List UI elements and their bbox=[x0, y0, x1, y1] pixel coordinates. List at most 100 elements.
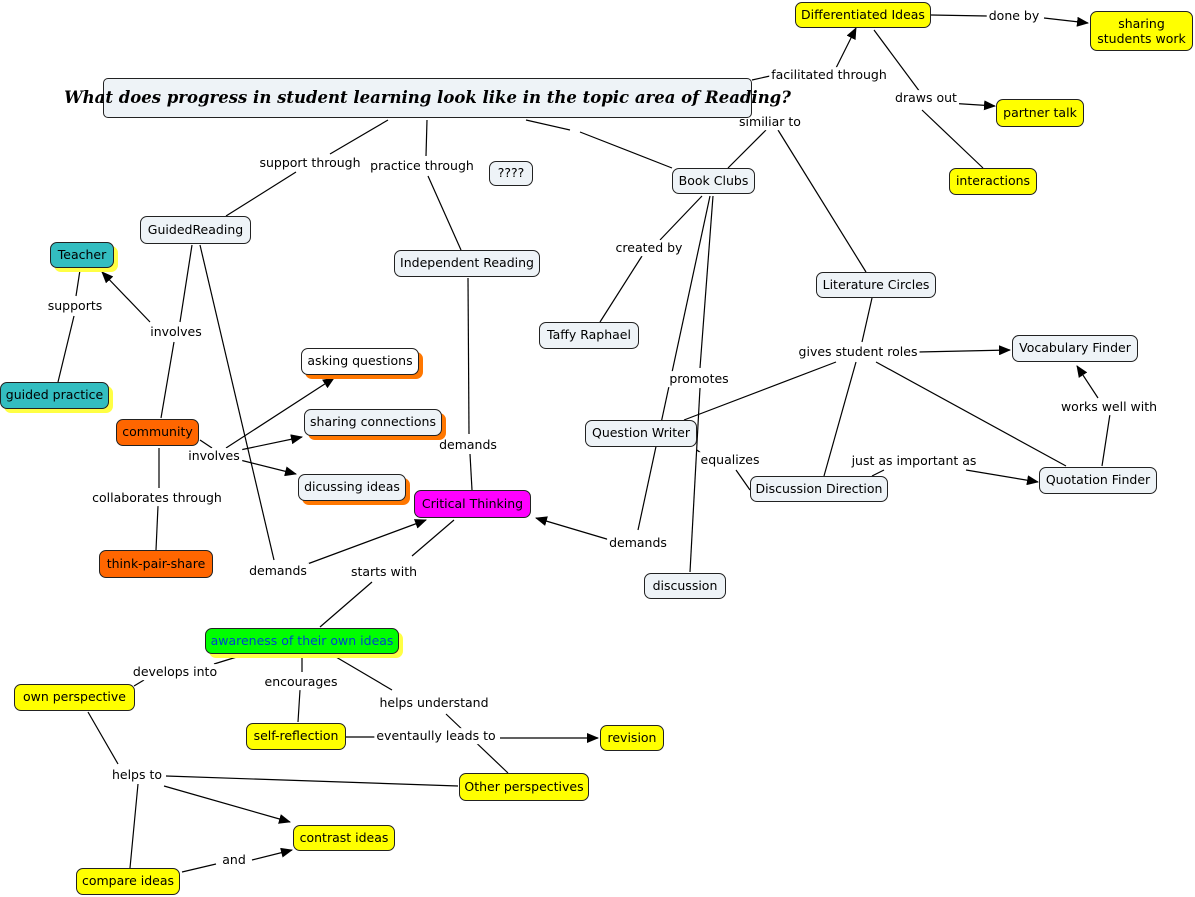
link-label-helps-to: helps to bbox=[109, 767, 165, 783]
edge bbox=[155, 505, 159, 551]
edge bbox=[965, 469, 1039, 486]
edge bbox=[239, 459, 297, 477]
edge bbox=[165, 775, 459, 787]
node-taffy-raphael[interactable]: Taffy Raphael bbox=[539, 322, 639, 349]
node-contrast-ideas[interactable]: contrast ideas bbox=[293, 825, 395, 851]
link-label-and: and bbox=[220, 852, 248, 868]
node-unknown[interactable]: ???? bbox=[489, 161, 533, 186]
edge bbox=[467, 277, 470, 435]
edge bbox=[599, 255, 643, 323]
edge bbox=[735, 469, 751, 491]
node-teacher[interactable]: Teacher bbox=[50, 242, 114, 268]
node-literature-circles[interactable]: Literature Circles bbox=[816, 272, 936, 298]
edge bbox=[225, 377, 335, 449]
node-self-reflection[interactable]: self-reflection bbox=[246, 723, 346, 750]
node-revision[interactable]: revision bbox=[600, 725, 664, 751]
node-think-pair-share[interactable]: think-pair-share bbox=[99, 550, 213, 578]
node-discussion-direction[interactable]: Discussion Direction bbox=[750, 476, 888, 502]
node-own-perspective[interactable]: own perspective bbox=[14, 684, 135, 711]
node-awareness-of-own-ideas[interactable]: awareness of their own ideas bbox=[205, 628, 399, 654]
edge bbox=[699, 195, 714, 369]
edge bbox=[101, 271, 151, 323]
link-label-collaborates-through: collaborates through bbox=[90, 490, 224, 506]
link-label-equalizes: equalizes bbox=[698, 452, 762, 468]
link-label-demands-guided: demands bbox=[247, 563, 309, 579]
concept-title[interactable]: What does progress in student learning l… bbox=[64, 78, 791, 118]
edge bbox=[921, 109, 984, 169]
link-label-develops-into: develops into bbox=[130, 664, 220, 680]
link-label-support-through: support through bbox=[257, 155, 363, 171]
edge bbox=[1043, 16, 1089, 27]
edge bbox=[659, 195, 703, 241]
link-label-gives-student-roles: gives student roles bbox=[796, 344, 920, 360]
node-discussion[interactable]: discussion bbox=[644, 573, 726, 599]
node-partner-talk[interactable]: partner talk bbox=[996, 99, 1084, 127]
node-dicussing-ideas[interactable]: dicussing ideas bbox=[298, 474, 406, 501]
edge bbox=[133, 679, 145, 687]
edge bbox=[917, 345, 1011, 356]
edge bbox=[689, 387, 701, 573]
edge bbox=[930, 14, 988, 17]
edge bbox=[875, 361, 1067, 467]
link-label-similiar-to: similiar to bbox=[737, 114, 803, 130]
edge bbox=[160, 341, 175, 419]
link-label-works-well-with: works well with bbox=[1058, 399, 1160, 415]
link-label-starts-with: starts with bbox=[348, 564, 420, 580]
node-question-writer[interactable]: Question Writer bbox=[585, 420, 697, 447]
edge bbox=[129, 783, 139, 869]
edge bbox=[251, 847, 293, 861]
node-sharing-students-work[interactable]: sharing students work bbox=[1090, 11, 1193, 51]
edge bbox=[823, 361, 857, 477]
link-label-draws-out: draws out bbox=[893, 90, 959, 106]
edge bbox=[727, 129, 767, 169]
edge bbox=[75, 269, 81, 297]
node-other-perspectives[interactable]: Other perspectives bbox=[459, 773, 589, 801]
node-asking-questions[interactable]: asking questions bbox=[301, 348, 419, 375]
node-differentiated-ideas[interactable]: Differentiated Ideas bbox=[795, 2, 931, 28]
edge bbox=[835, 27, 857, 69]
edge bbox=[199, 439, 213, 449]
edge bbox=[239, 434, 303, 451]
link-label-created-by: created by bbox=[613, 240, 685, 256]
node-guided-reading[interactable]: GuidedReading bbox=[140, 216, 251, 244]
edge bbox=[181, 863, 217, 873]
edge bbox=[297, 689, 301, 723]
edge bbox=[1101, 413, 1111, 467]
link-label-supports: supports bbox=[45, 298, 105, 314]
edge bbox=[163, 785, 291, 824]
node-community[interactable]: community bbox=[116, 419, 199, 446]
edge bbox=[469, 453, 473, 491]
node-quotation-finder[interactable]: Quotation Finder bbox=[1039, 467, 1157, 494]
edge bbox=[319, 581, 373, 628]
edge bbox=[213, 655, 241, 665]
link-label-helps-understand: helps understand bbox=[377, 695, 491, 711]
node-compare-ideas[interactable]: compare ideas bbox=[76, 868, 180, 895]
node-interactions[interactable]: interactions bbox=[949, 168, 1037, 195]
node-independent-reading[interactable]: Independent Reading bbox=[394, 250, 540, 277]
edge bbox=[179, 244, 193, 323]
edge bbox=[411, 519, 455, 557]
link-label-encourages: encourages bbox=[262, 674, 340, 690]
node-vocabulary-finder[interactable]: Vocabulary Finder bbox=[1012, 335, 1138, 362]
link-label-done-by: done by bbox=[986, 8, 1042, 24]
node-guided-practice[interactable]: guided practice bbox=[0, 382, 109, 409]
link-label-facilitated-through: facilitated through bbox=[769, 67, 889, 83]
edge bbox=[871, 469, 885, 477]
edge bbox=[301, 519, 427, 567]
edge bbox=[579, 131, 673, 169]
node-critical-thinking[interactable]: Critical Thinking bbox=[414, 490, 531, 518]
edge bbox=[427, 175, 462, 251]
link-label-practice-through: practice through bbox=[368, 158, 476, 174]
edge bbox=[425, 119, 428, 157]
edge bbox=[683, 361, 837, 421]
edge bbox=[751, 75, 771, 81]
edge bbox=[87, 711, 119, 765]
edge bbox=[199, 244, 275, 561]
edge bbox=[637, 195, 711, 531]
link-label-just-as-important-as: just as important as bbox=[849, 453, 979, 469]
edge bbox=[335, 656, 393, 691]
node-book-clubs[interactable]: Book Clubs bbox=[672, 168, 755, 194]
edge bbox=[873, 29, 921, 93]
node-sharing-connections[interactable]: sharing connections bbox=[304, 409, 442, 436]
